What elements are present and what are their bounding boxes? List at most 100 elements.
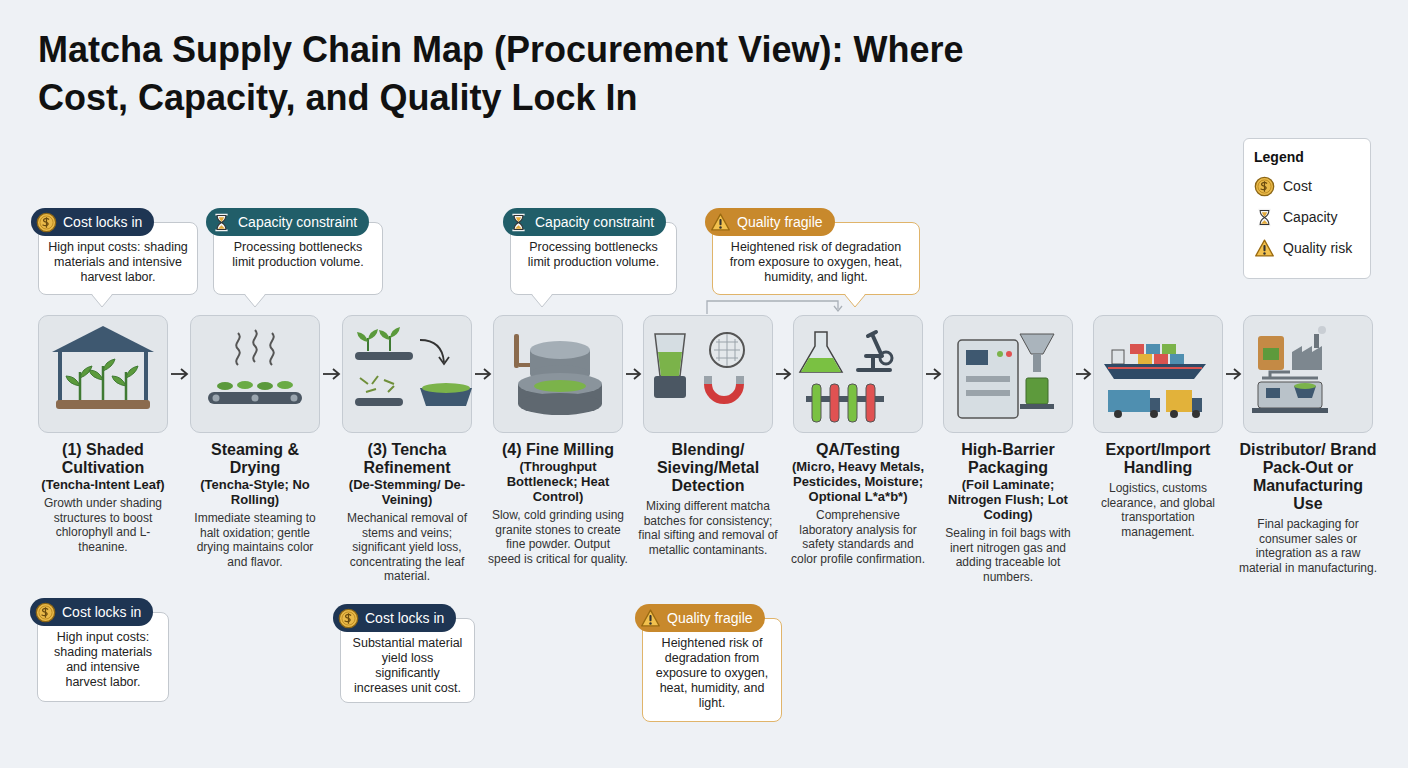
chimney — [1314, 334, 1319, 348]
flow-arrow — [475, 373, 490, 375]
test-tube — [848, 384, 857, 422]
legend-item: Cost — [1254, 175, 1360, 197]
icon-shape — [1263, 252, 1265, 254]
legend-item: Quality risk — [1254, 237, 1360, 259]
badge-label: Cost locks in — [365, 611, 444, 626]
icon-shape — [712, 214, 730, 230]
blender-jar — [655, 334, 685, 376]
icon-box — [793, 315, 923, 433]
step-description: Sealing in foil bags with inert nitrogen… — [938, 526, 1078, 584]
base-stone — [518, 384, 602, 404]
wheel — [1170, 410, 1178, 418]
machine-screen — [966, 350, 988, 365]
container — [1146, 344, 1160, 354]
conveyor — [355, 352, 413, 360]
top-stone — [530, 365, 590, 383]
flask — [800, 332, 842, 372]
badge-label: Quality fragile — [667, 611, 753, 626]
callout-box: Cost locks inHigh input costs: shading m… — [37, 612, 169, 702]
callout-badge: Capacity constraint — [503, 208, 666, 236]
machine-button — [1006, 351, 1012, 357]
legend-label: Capacity — [1283, 209, 1337, 225]
packaging-icon — [958, 334, 1054, 418]
process-step: Blending/ Sieving/Metal DetectionMixing … — [638, 315, 778, 557]
base-stone — [518, 373, 602, 395]
test-tube — [866, 384, 875, 422]
callout-text: High input costs: shading materials and … — [47, 240, 189, 285]
legend-label: Quality risk — [1283, 240, 1352, 256]
step-subheading: (De-Stemming/ De-Veining) — [337, 477, 477, 507]
step-subheading: (Tencha-Style; No Rolling) — [185, 477, 325, 507]
chute — [1033, 354, 1041, 372]
process-step: High-Barrier Packaging(Foil Laminate; Ni… — [938, 315, 1078, 584]
legend-box: LegendCostCapacityQuality risk — [1243, 138, 1371, 279]
icon-shape — [345, 613, 352, 624]
step-heading: Distributor/ Brand Pack-Out or Manufactu… — [1238, 441, 1378, 513]
capacity-icon — [211, 212, 232, 233]
machine-panel — [966, 376, 1010, 382]
icon-shape — [642, 610, 660, 626]
cost-icon — [1254, 176, 1275, 197]
smoke — [1318, 326, 1326, 334]
cost-icon — [35, 602, 56, 623]
container — [1162, 344, 1176, 354]
capacity-icon — [1254, 207, 1275, 228]
bag-label — [1263, 348, 1279, 360]
post — [58, 351, 62, 403]
step-description: Slow, cold grinding using granite stones… — [488, 508, 628, 566]
callout-box: Capacity constraintProcessing bottleneck… — [213, 222, 383, 295]
callout-tail — [245, 295, 265, 307]
step-heading: (3) Tencha Refinement — [337, 441, 477, 477]
icon-shape — [719, 219, 721, 225]
step-heading: Export/Import Handling — [1088, 441, 1228, 477]
callout-box: Cost locks inHigh input costs: shading m… — [38, 222, 198, 295]
callout-tail — [245, 294, 265, 307]
callout-text: Processing bottlenecks limit production … — [222, 240, 374, 270]
test-tube — [830, 384, 839, 422]
step-heading: (4) Fine Milling — [488, 441, 628, 459]
truck-cab — [1150, 398, 1160, 412]
icon-shape — [649, 615, 651, 621]
roller — [252, 395, 259, 402]
base-stone — [518, 393, 602, 415]
distribution-icon — [1252, 326, 1328, 413]
callout-text: Processing bottlenecks limit production … — [519, 240, 668, 270]
process-step: Distributor/ Brand Pack-Out or Manufactu… — [1238, 315, 1378, 575]
quality-icon — [710, 212, 731, 233]
icon-shape — [1260, 210, 1269, 224]
icon-shape — [218, 217, 225, 228]
step-subheading: (Foil Laminate; Nitrogen Flush; Lot Codi… — [938, 477, 1078, 522]
pipes — [1262, 372, 1318, 378]
test-tube — [812, 384, 821, 422]
badge-label: Capacity constraint — [535, 215, 654, 230]
icon-box — [1093, 315, 1223, 433]
greenhouse-icon — [52, 326, 154, 409]
handle-arm — [519, 363, 530, 367]
lab-icon — [800, 332, 892, 422]
top-stone — [530, 350, 590, 374]
factory — [1292, 346, 1322, 370]
machinery — [1258, 382, 1322, 408]
handle — [514, 334, 519, 368]
callout-tail — [845, 294, 865, 307]
post — [144, 351, 148, 403]
icon-shape — [649, 622, 651, 624]
callout-text: Substantial material yield loss signific… — [349, 636, 466, 696]
conveyor — [208, 392, 302, 404]
callout-badge: Cost locks in — [333, 604, 456, 632]
step-description: Comprehensive laboratory analysis for sa… — [788, 508, 928, 566]
step-heading: Steaming & Drying — [185, 441, 325, 477]
process-step: (1) Shaded Cultivation(Tencha-Intent Lea… — [33, 315, 173, 554]
wheel — [1192, 410, 1200, 418]
steamer-icon — [208, 330, 302, 404]
callout-tail — [845, 295, 865, 307]
millstone-icon — [514, 334, 602, 415]
leaf — [257, 382, 273, 390]
blender-base — [654, 376, 686, 398]
icon-shape — [36, 603, 54, 621]
icon-shape — [1258, 209, 1270, 225]
flow-arrow — [420, 340, 444, 362]
callout-box: Quality fragileHeightened risk of degrad… — [712, 222, 920, 295]
icon-shape — [1258, 179, 1271, 192]
